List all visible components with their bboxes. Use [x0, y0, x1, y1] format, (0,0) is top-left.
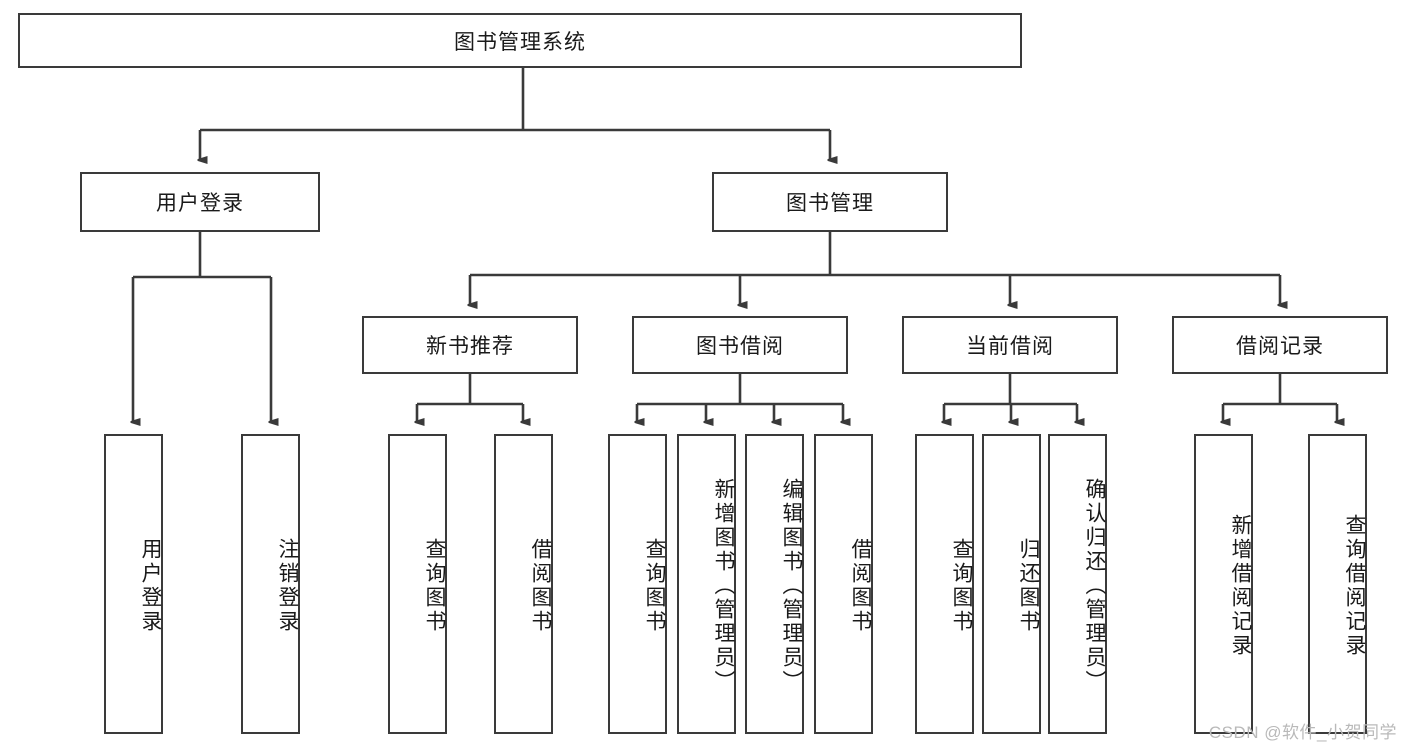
- node-borrow-record[interactable]: 借阅记录: [1172, 316, 1388, 374]
- node-current-borrow[interactable]: 当前借阅: [902, 316, 1118, 374]
- leaf-borrow-book-2-label: 借阅图书: [849, 538, 872, 634]
- leaf-add-book-label: 新增图书（管理员）: [712, 478, 735, 694]
- leaf-user-login[interactable]: 用户登录: [104, 434, 163, 734]
- node-book-manage[interactable]: 图书管理: [712, 172, 948, 232]
- leaf-edit-book-label: 编辑图书（管理员）: [780, 478, 803, 694]
- node-book-manage-label: 图书管理: [786, 192, 874, 215]
- leaf-user-login-label: 用户登录: [139, 538, 162, 634]
- leaf-edit-book[interactable]: 编辑图书（管理员）: [745, 434, 804, 734]
- leaf-query-book-1[interactable]: 查询图书: [388, 434, 447, 734]
- node-borrow-record-label: 借阅记录: [1236, 335, 1324, 358]
- leaf-borrow-book-1[interactable]: 借阅图书: [494, 434, 553, 734]
- leaf-query-book-3[interactable]: 查询图书: [915, 434, 974, 734]
- node-book-borrow-label: 图书借阅: [696, 335, 784, 358]
- leaf-logout-label: 注销登录: [276, 538, 299, 634]
- node-book-borrow[interactable]: 图书借阅: [632, 316, 848, 374]
- node-user-login[interactable]: 用户登录: [80, 172, 320, 232]
- leaf-logout[interactable]: 注销登录: [241, 434, 300, 734]
- leaf-query-book-3-label: 查询图书: [950, 538, 973, 634]
- leaf-add-book[interactable]: 新增图书（管理员）: [677, 434, 736, 734]
- csdn-watermark: CSDN @软件_小贺同学: [1208, 723, 1397, 742]
- leaf-confirm-return-label: 确认归还（管理员）: [1083, 478, 1106, 694]
- leaf-query-book-1-label: 查询图书: [423, 538, 446, 634]
- node-root[interactable]: 图书管理系统: [18, 13, 1022, 68]
- leaf-add-record[interactable]: 新增借阅记录: [1194, 434, 1253, 734]
- leaf-confirm-return[interactable]: 确认归还（管理员）: [1048, 434, 1107, 734]
- node-current-borrow-label: 当前借阅: [966, 335, 1054, 358]
- leaf-query-book-2[interactable]: 查询图书: [608, 434, 667, 734]
- leaf-query-book-2-label: 查询图书: [643, 538, 666, 634]
- leaf-return-book-label: 归还图书: [1017, 538, 1040, 634]
- leaf-add-record-label: 新增借阅记录: [1229, 514, 1252, 658]
- node-root-label: 图书管理系统: [454, 30, 586, 54]
- node-user-login-label: 用户登录: [156, 192, 244, 215]
- leaf-borrow-book-1-label: 借阅图书: [529, 538, 552, 634]
- node-new-book-recommend-label: 新书推荐: [426, 335, 514, 358]
- leaf-query-record[interactable]: 查询借阅记录: [1308, 434, 1367, 734]
- node-new-book-recommend[interactable]: 新书推荐: [362, 316, 578, 374]
- leaf-borrow-book-2[interactable]: 借阅图书: [814, 434, 873, 734]
- leaf-query-record-label: 查询借阅记录: [1343, 514, 1366, 658]
- leaf-return-book[interactable]: 归还图书: [982, 434, 1041, 734]
